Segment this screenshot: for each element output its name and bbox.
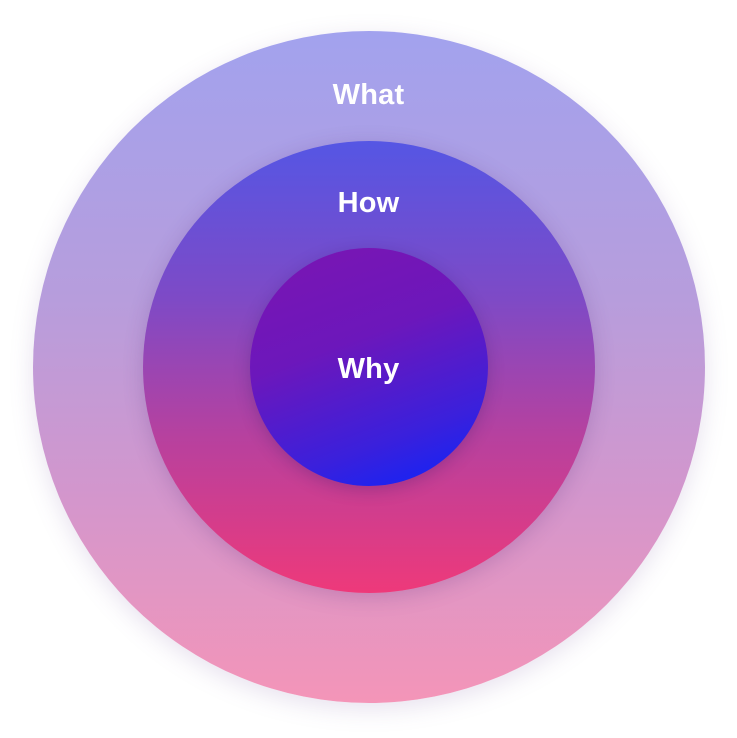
label-why: Why xyxy=(337,353,400,385)
label-what: What xyxy=(332,79,405,111)
inner-circle-why xyxy=(250,248,488,486)
label-how: How xyxy=(337,187,400,219)
